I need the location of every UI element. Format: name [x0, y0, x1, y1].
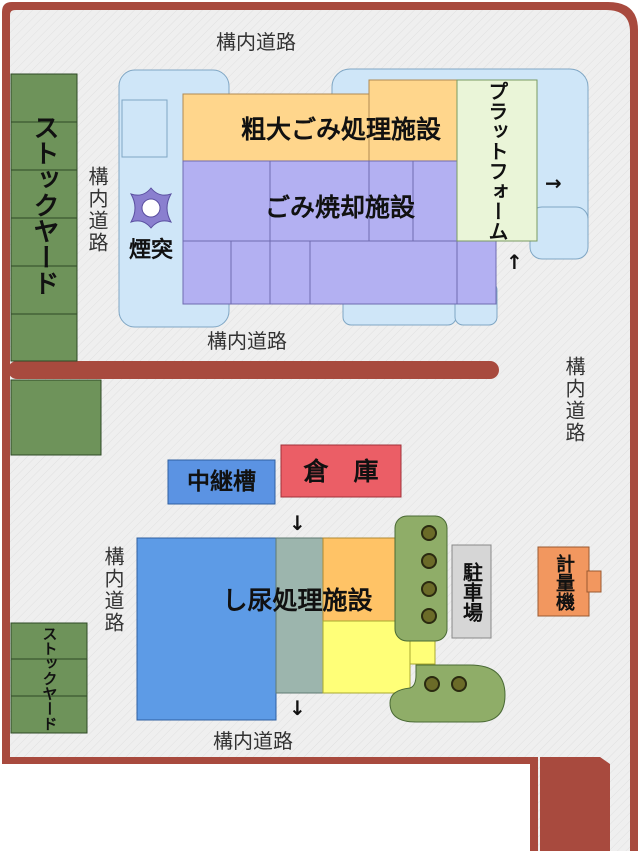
chimney-annex: [121, 99, 168, 158]
arrow-down-icon: ↓: [289, 511, 306, 535]
incineration-facility: [182, 160, 497, 305]
road-label-mid: 構内道路: [207, 329, 287, 353]
tree-icon: [421, 525, 467, 692]
stockyard-upper: [10, 73, 102, 456]
night-soil-annex-gray: [275, 537, 324, 694]
parking-green: [389, 515, 506, 723]
warehouse-label: 倉 庫: [303, 456, 379, 486]
night-soil-label: し尿処理施設: [222, 585, 373, 615]
relay-tank: [167, 459, 276, 505]
road-label-left-lower: 構内道路: [101, 546, 125, 634]
platform-label: プラットフォーム: [485, 81, 509, 241]
arrow-right-icon: →: [545, 171, 562, 195]
parking-label: 駐車場: [459, 561, 484, 622]
night-soil-facility: [136, 537, 277, 721]
internal-wall: [8, 361, 499, 379]
road-label-left-upper: 構内道路: [85, 166, 109, 254]
chimney-icon: [129, 187, 173, 229]
scale-plate: [586, 570, 602, 593]
stockyard-lower: [10, 622, 88, 734]
chimney-label: 煙突: [128, 238, 173, 263]
platform: [456, 79, 538, 242]
relay-tank-label: 中継槽: [187, 468, 256, 495]
night-soil-annex-yellow-small: [409, 639, 436, 665]
warehouse: [280, 444, 402, 498]
bulky-waste-facility: [182, 79, 458, 162]
parking-area: [451, 544, 492, 639]
arrow-up-icon: ↑: [506, 250, 523, 274]
road-label-top: 構内道路: [216, 30, 296, 54]
scale-label: 計量機: [553, 553, 575, 611]
incineration-label: ごみ焼却施設: [264, 192, 415, 222]
stockyard-upper-label: ストックヤード: [29, 114, 59, 296]
stockyard-lower-label: ストックヤード: [40, 625, 59, 731]
arrow-down-icon: ↓: [289, 696, 306, 720]
road-label-right: 構内道路: [562, 356, 586, 444]
bulky-waste-label: 粗大ごみ処理施設: [240, 114, 441, 144]
road-label-bottom: 構内道路: [213, 729, 293, 753]
